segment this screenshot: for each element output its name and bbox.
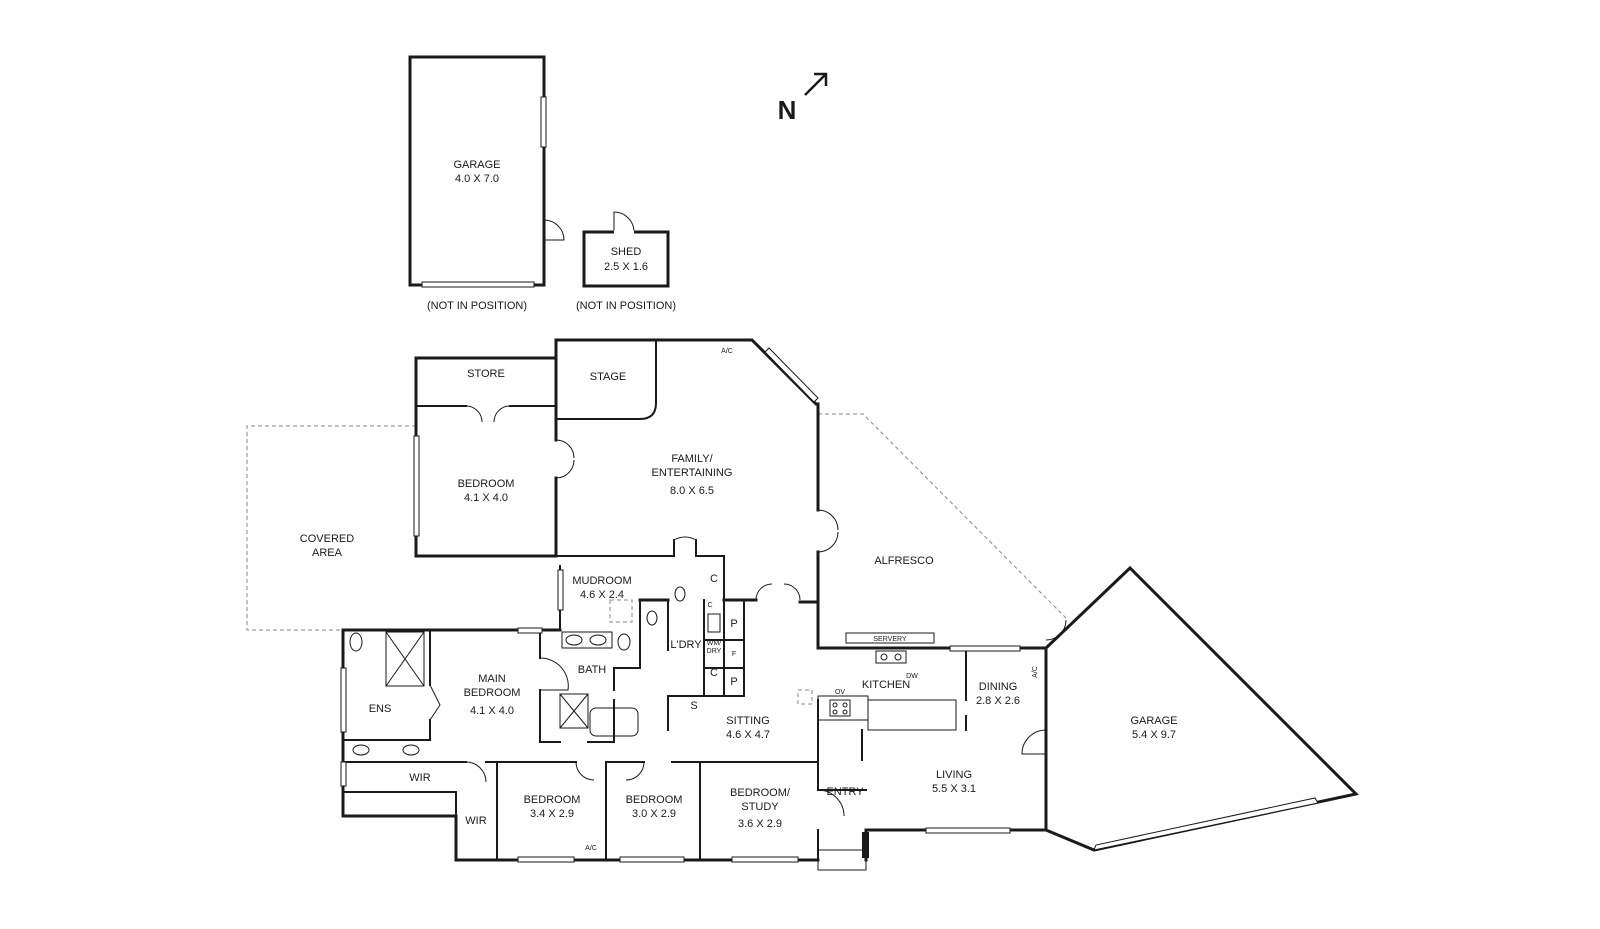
north-label: N (778, 95, 797, 125)
label-mudroom: MUDROOM (572, 575, 631, 587)
label-covered-1: COVERED (300, 533, 354, 545)
label-living: LIVING (936, 769, 972, 781)
ac-label-family: A/C (721, 348, 733, 355)
washer-label: WM/ (707, 640, 721, 647)
doors (429, 405, 1067, 817)
shed: SHED 2.5 X 1.6 (NOT IN POSITION) (576, 211, 676, 312)
label-bedroom-study-2: STUDY (741, 801, 779, 813)
ac-label-dining: A/C (1032, 666, 1039, 678)
dishwasher-label: DW (906, 673, 918, 680)
dryer-label: DRY (707, 648, 722, 655)
fixtures (349, 586, 907, 756)
windows (340, 347, 1319, 863)
label-bedroom-study-dims: 3.6 X 2.9 (738, 818, 782, 830)
fixture-labels: A/C A/C A/C C C C P P F S WM/ DRY OV DW (585, 348, 1039, 852)
label-dining-dims: 2.8 X 2.6 (976, 695, 1020, 707)
detached-garage-note: (NOT IN POSITION) (427, 300, 527, 312)
detached-garage-dims: 4.0 X 7.0 (455, 173, 499, 185)
label-bedroom-2: BEDROOM (524, 794, 581, 806)
pantry-label-2: P (730, 676, 737, 688)
label-mudroom-dims: 4.6 X 2.4 (580, 589, 624, 601)
fridge-label: F (732, 651, 736, 658)
label-dining: DINING (979, 681, 1018, 693)
cupboard-label-2: C (710, 667, 718, 679)
label-laundry: L'DRY (670, 639, 702, 651)
detached-garage: GARAGE 4.0 X 7.0 (NOT IN POSITION) (408, 55, 565, 312)
label-bedroom-2-dims: 3.4 X 2.9 (530, 808, 574, 820)
label-bedroom-west: BEDROOM (458, 478, 515, 490)
label-alfresco: ALFRESCO (874, 555, 934, 567)
cupboard-label-3: C (707, 602, 712, 609)
label-garage-main-dims: 5.4 X 9.7 (1132, 729, 1176, 741)
label-main-bedroom-1: MAIN (478, 673, 506, 685)
north-arrow: N (778, 72, 828, 125)
shed-dims: 2.5 X 1.6 (604, 261, 648, 273)
label-main-bedroom-2: BEDROOM (464, 687, 521, 699)
storage-label: S (690, 700, 697, 712)
label-bedroom-3-dims: 3.0 X 2.9 (632, 808, 676, 820)
label-wir-1: WIR (409, 772, 430, 784)
label-kitchen: KITCHEN (862, 679, 910, 691)
label-sitting: SITTING (726, 715, 769, 727)
label-family-2: ENTERTAINING (652, 467, 733, 479)
label-garage-main: GARAGE (1130, 715, 1177, 727)
shed-note: (NOT IN POSITION) (576, 300, 676, 312)
label-servery: SERVERY (873, 636, 907, 643)
label-wir-2: WIR (465, 815, 486, 827)
label-covered-2: AREA (312, 547, 343, 559)
label-entry: ENTRY (826, 786, 864, 798)
label-family-dims: 8.0 X 6.5 (670, 485, 714, 497)
detached-garage-name: GARAGE (453, 159, 500, 171)
label-family-1: FAMILY/ (671, 453, 713, 465)
label-bedroom-3: BEDROOM (626, 794, 683, 806)
label-ens: ENS (369, 703, 392, 715)
label-sitting-dims: 4.6 X 4.7 (726, 729, 770, 741)
label-bedroom-study-1: BEDROOM/ (730, 787, 791, 799)
shed-name: SHED (611, 246, 642, 258)
oven-label: OV (835, 689, 845, 696)
pantry-label-1: P (730, 618, 737, 630)
label-bedroom-west-dims: 4.1 X 4.0 (464, 492, 508, 504)
label-living-dims: 5.5 X 3.1 (932, 783, 976, 795)
label-main-bedroom-dims: 4.1 X 4.0 (470, 705, 514, 717)
room-labels: STORE STAGE FAMILY/ ENTERTAINING 8.0 X 6… (300, 368, 1178, 830)
label-store: STORE (467, 368, 505, 380)
label-bath: BATH (578, 664, 607, 676)
label-stage: STAGE (590, 371, 626, 383)
ac-label-bedroom: A/C (585, 845, 597, 852)
cupboard-label-1: C (710, 573, 718, 585)
outdoor-outlines (246, 413, 1067, 631)
